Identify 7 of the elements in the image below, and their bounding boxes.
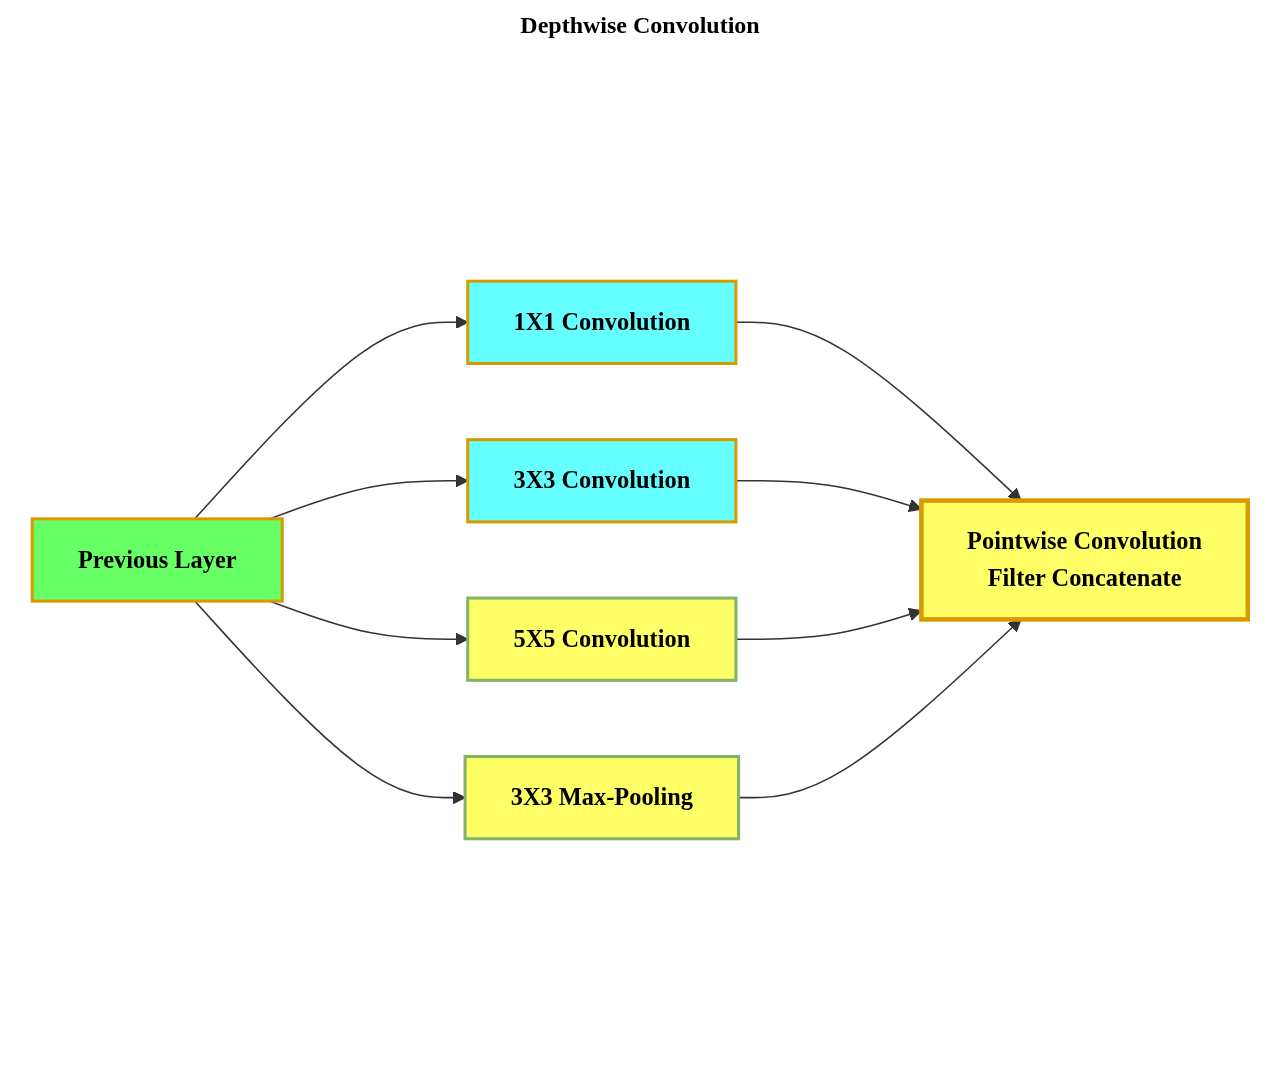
- node-box: 5X5 Convolution: [466, 596, 738, 682]
- column-heading: Depthwise Convolution: [520, 12, 760, 39]
- node-box: 3X3 Convolution: [466, 437, 738, 523]
- node-box: 1X1 Convolution: [466, 279, 738, 365]
- node-box: Pointwise Convolution Filter Concatenate: [919, 497, 1251, 622]
- node-box: Previous Layer: [30, 516, 284, 603]
- node-box: 3X3 Max-Pooling: [463, 754, 741, 840]
